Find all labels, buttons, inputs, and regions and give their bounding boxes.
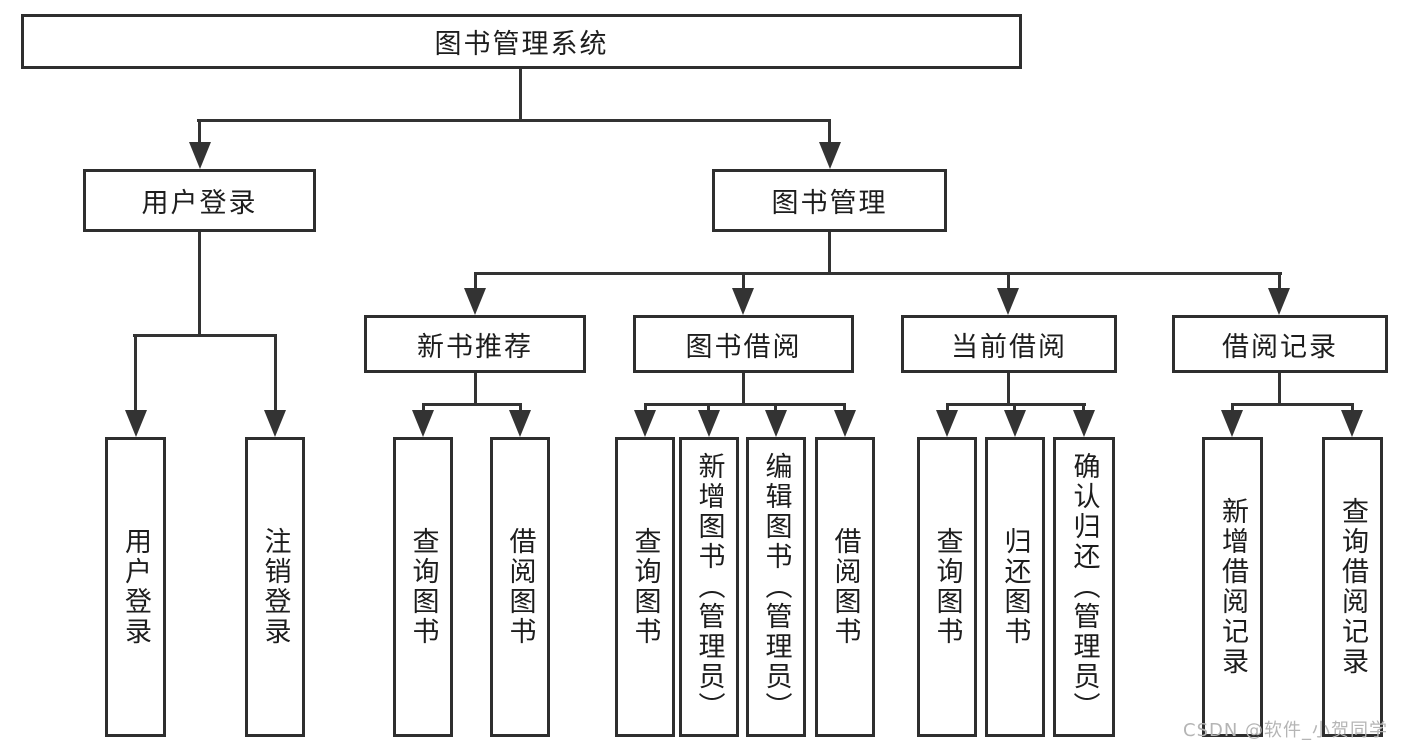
connector-shaft xyxy=(519,403,522,413)
leaf-query-book-2: 查询图书 xyxy=(615,437,675,737)
connector-stem xyxy=(1007,373,1010,405)
connector-shaft xyxy=(946,403,949,413)
leaf-label: 查询图书 xyxy=(629,527,661,647)
leaf-user-login: 用户登录 xyxy=(105,437,166,737)
leaf-label: 借阅图书 xyxy=(829,527,861,647)
leaf-borrow-book-1: 借阅图书 xyxy=(490,437,550,737)
arrow-down-icon xyxy=(412,410,434,437)
connector-userlogin-stem xyxy=(198,232,201,336)
arrow-down-icon xyxy=(464,288,486,315)
connector-shaft xyxy=(644,403,647,413)
csdn-watermark: CSDN @软件_小贺同学 xyxy=(1183,720,1389,741)
leaf-add-borrow-record: 新增借阅记录 xyxy=(1202,437,1263,737)
node-current-borrow: 当前借阅 xyxy=(901,315,1117,373)
connector-shaft xyxy=(843,403,846,413)
arrow-down-icon xyxy=(936,410,958,437)
connector-shaft xyxy=(134,334,137,412)
leaf-label: 注销登录 xyxy=(259,527,291,647)
connector-shaft xyxy=(742,272,745,290)
connector-shaft xyxy=(198,119,201,147)
node-book-borrow: 图书借阅 xyxy=(633,315,854,373)
connector-stem xyxy=(742,373,745,405)
connector-bus xyxy=(946,403,1086,406)
connector-shaft xyxy=(474,272,477,290)
connector-shaft xyxy=(1082,403,1085,413)
leaf-label: 新增图书（管理员） xyxy=(693,452,725,722)
connector-shaft xyxy=(1231,403,1234,413)
leaf-return-book: 归还图书 xyxy=(985,437,1045,737)
leaf-label: 借阅图书 xyxy=(504,527,536,647)
leaf-label: 确认归还（管理员） xyxy=(1068,452,1100,722)
leaf-logout: 注销登录 xyxy=(245,437,305,737)
connector-shaft xyxy=(422,403,425,413)
leaf-label: 查询图书 xyxy=(407,527,439,647)
leaf-query-book-3: 查询图书 xyxy=(917,437,977,737)
leaf-label: 编辑图书（管理员） xyxy=(760,452,792,722)
connector-shaft xyxy=(774,403,777,413)
leaf-query-book-1: 查询图书 xyxy=(393,437,453,737)
connector-root-bus xyxy=(197,119,831,122)
connector-stem xyxy=(474,373,477,405)
leaf-label: 查询图书 xyxy=(931,527,963,647)
arrow-down-icon xyxy=(125,410,147,437)
arrow-down-icon xyxy=(264,410,286,437)
arrow-down-icon xyxy=(997,288,1019,315)
connector-bookmgmt-stem xyxy=(828,232,831,274)
connector-shaft xyxy=(1007,272,1010,290)
arrow-down-icon xyxy=(765,410,787,437)
connector-userlogin-bus xyxy=(133,334,277,337)
leaf-edit-book-admin: 编辑图书（管理员） xyxy=(746,437,806,737)
arrow-down-icon xyxy=(509,410,531,437)
arrow-down-icon xyxy=(834,410,856,437)
connector-shaft xyxy=(1278,272,1281,290)
connector-shaft xyxy=(274,334,277,412)
leaf-label: 归还图书 xyxy=(999,527,1031,647)
connector-shaft xyxy=(828,119,831,147)
arrow-down-icon xyxy=(634,410,656,437)
connector-bus xyxy=(422,403,522,406)
connector-bus xyxy=(1231,403,1354,406)
arrow-down-icon xyxy=(1268,288,1290,315)
leaf-query-borrow-record: 查询借阅记录 xyxy=(1322,437,1383,737)
arrow-down-icon xyxy=(1221,410,1243,437)
arrow-down-icon xyxy=(1073,410,1095,437)
node-book-management: 图书管理 xyxy=(712,169,947,232)
arrow-down-icon xyxy=(189,142,211,169)
connector-stem xyxy=(1278,373,1281,405)
node-borrow-record: 借阅记录 xyxy=(1172,315,1388,373)
leaf-add-book-admin: 新增图书（管理员） xyxy=(679,437,739,737)
leaf-confirm-return-admin: 确认归还（管理员） xyxy=(1053,437,1115,737)
arrow-down-icon xyxy=(1341,410,1363,437)
arrow-down-icon xyxy=(698,410,720,437)
arrow-down-icon xyxy=(819,142,841,169)
leaf-label: 新增借阅记录 xyxy=(1217,497,1248,677)
leaf-label: 查询借阅记录 xyxy=(1337,497,1368,677)
connector-shaft xyxy=(1013,403,1016,413)
leaf-label: 用户登录 xyxy=(120,527,151,647)
arrow-down-icon xyxy=(732,288,754,315)
leaf-borrow-book-2: 借阅图书 xyxy=(815,437,875,737)
node-user-login: 用户登录 xyxy=(83,169,316,232)
connector-root-stem xyxy=(519,69,522,121)
connector-shaft xyxy=(707,403,710,413)
connector-bus xyxy=(644,403,846,406)
node-new-book-recommend: 新书推荐 xyxy=(364,315,586,373)
connector-shaft xyxy=(1351,403,1354,413)
connector-bookmgmt-bus xyxy=(474,272,1282,275)
node-library-system: 图书管理系统 xyxy=(21,14,1022,69)
arrow-down-icon xyxy=(1004,410,1026,437)
